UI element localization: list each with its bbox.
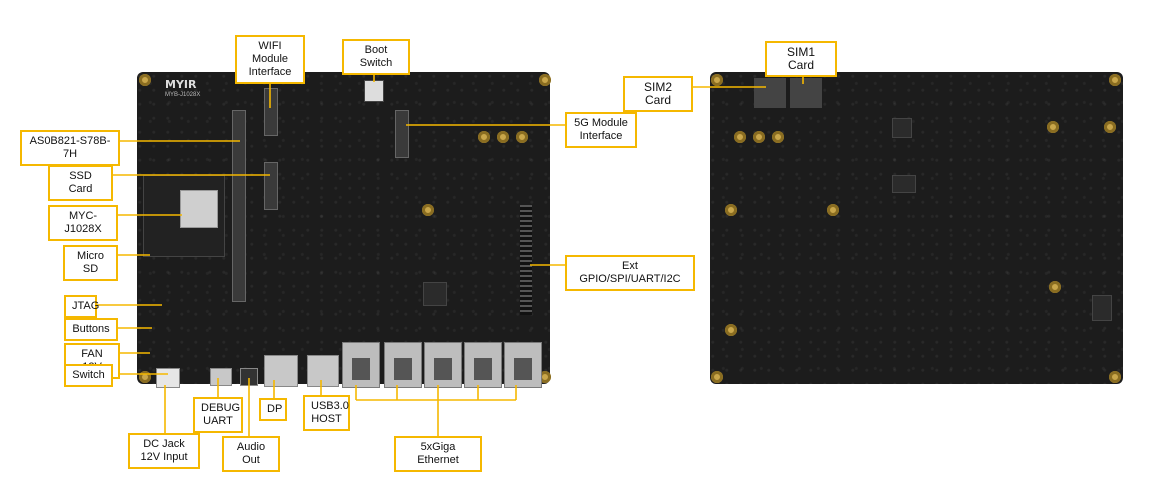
mount-hole bbox=[1109, 371, 1121, 383]
label-ethernet: 5xGiga Ethernet bbox=[394, 436, 482, 472]
back-ic bbox=[1092, 295, 1112, 321]
label-wifi-module: WIFI Module Interface bbox=[235, 35, 305, 84]
board-model-text: MYB-J1028X bbox=[165, 92, 201, 98]
usb-port bbox=[307, 355, 339, 387]
ethernet-port bbox=[504, 342, 542, 388]
label-usb: USB3.0 HOST bbox=[303, 395, 350, 431]
cpu-chip bbox=[180, 190, 218, 228]
sim1-slot bbox=[790, 78, 822, 108]
dp-port bbox=[264, 355, 298, 387]
ssd-m2-slot bbox=[264, 162, 278, 210]
wifi-slot bbox=[264, 88, 278, 136]
label-jtag: JTAG bbox=[64, 295, 99, 318]
mount-hole bbox=[711, 74, 723, 86]
label-sim2: SIM2 Card bbox=[623, 76, 693, 112]
5g-slot bbox=[395, 110, 409, 158]
ssd-slot bbox=[232, 110, 246, 302]
board-front: MYIR MYB-J1028X bbox=[137, 72, 550, 384]
board-back bbox=[710, 72, 1123, 384]
mount-hole bbox=[725, 324, 737, 336]
label-ext-gpio: Ext GPIO/SPI/UART/I2C bbox=[565, 255, 695, 291]
mount-hole bbox=[478, 131, 490, 143]
mount-hole bbox=[139, 74, 151, 86]
label-sim1: SIM1 Card bbox=[765, 41, 837, 77]
back-ic bbox=[892, 118, 912, 138]
mount-hole bbox=[516, 131, 528, 143]
label-boot-switch: Boot Switch bbox=[342, 39, 410, 75]
gpio-header bbox=[520, 205, 532, 315]
mount-hole bbox=[734, 131, 746, 143]
mount-hole bbox=[422, 204, 434, 216]
mount-hole bbox=[1109, 74, 1121, 86]
dc-jack bbox=[156, 368, 180, 388]
mount-hole bbox=[711, 371, 723, 383]
ethernet-phy bbox=[423, 282, 447, 306]
debug-uart-port bbox=[210, 368, 232, 386]
ethernet-port bbox=[424, 342, 462, 388]
mount-hole bbox=[725, 204, 737, 216]
label-switch: Switch bbox=[64, 364, 113, 387]
mount-hole bbox=[827, 204, 839, 216]
mount-hole bbox=[497, 131, 509, 143]
sim2-slot bbox=[754, 78, 786, 108]
label-micro-sd: Micro SD bbox=[63, 245, 118, 281]
label-dp: DP bbox=[259, 398, 287, 421]
mount-hole bbox=[772, 131, 784, 143]
mount-hole bbox=[1104, 121, 1116, 133]
mount-hole bbox=[539, 371, 551, 383]
back-ic bbox=[892, 175, 916, 193]
label-debug-uart: DEBUG UART bbox=[193, 397, 243, 433]
mount-hole bbox=[753, 131, 765, 143]
ethernet-port bbox=[342, 342, 380, 388]
label-5g-module: 5G Module Interface bbox=[565, 112, 637, 148]
ethernet-port bbox=[384, 342, 422, 388]
label-buttons: Buttons bbox=[64, 318, 118, 341]
label-audio-out: Audio Out bbox=[222, 436, 280, 472]
mount-hole bbox=[1049, 281, 1061, 293]
label-myc-j1028x: MYC-J1028X bbox=[48, 205, 118, 241]
ethernet-port bbox=[464, 342, 502, 388]
label-as0b821: AS0B821-S78B-7H bbox=[20, 130, 120, 166]
label-ssd-card: SSD Card bbox=[48, 165, 113, 201]
label-dc-jack: DC Jack 12V Input bbox=[128, 433, 200, 469]
mount-hole bbox=[539, 74, 551, 86]
mount-hole bbox=[1047, 121, 1059, 133]
board-logo: MYIR bbox=[165, 78, 197, 91]
